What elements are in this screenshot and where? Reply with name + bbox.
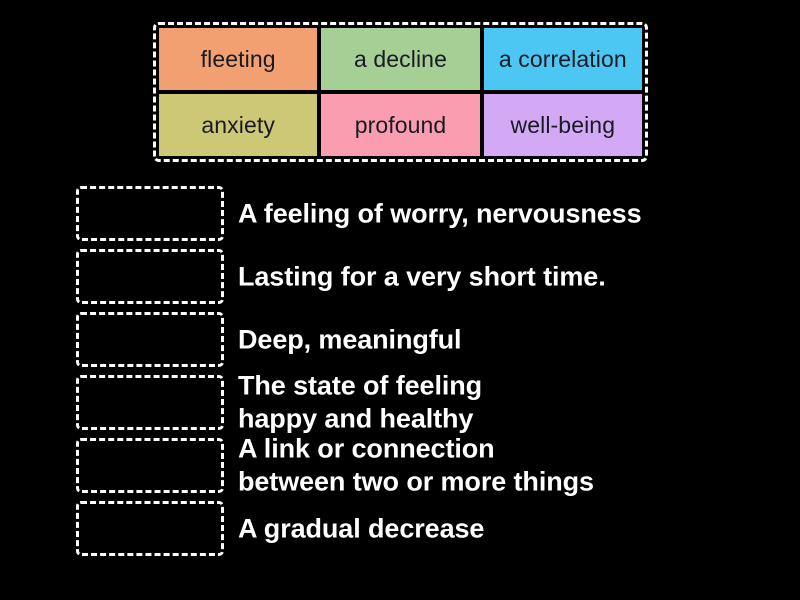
answer-drop-slot-3[interactable] bbox=[76, 312, 224, 367]
question-list: A feeling of worry, nervousness Lasting … bbox=[0, 186, 800, 564]
word-tile-a-decline[interactable]: a decline bbox=[321, 28, 480, 90]
question-row: Lasting for a very short time. bbox=[0, 249, 800, 304]
word-bank-row-1: fleeting a decline a correlation bbox=[159, 28, 642, 90]
answer-drop-slot-4[interactable] bbox=[76, 375, 224, 430]
word-tile-profound[interactable]: profound bbox=[321, 94, 480, 156]
question-definition-4: The state of feeling happy and healthy bbox=[238, 370, 483, 434]
question-row: A gradual decrease bbox=[0, 501, 800, 556]
question-definition-5: A link or connection between two or more… bbox=[238, 433, 594, 497]
answer-drop-slot-2[interactable] bbox=[76, 249, 224, 304]
word-tile-a-correlation[interactable]: a correlation bbox=[483, 28, 642, 90]
question-row: The state of feeling happy and healthy bbox=[0, 370, 800, 434]
question-row: A feeling of worry, nervousness bbox=[0, 186, 800, 241]
word-bank-row-2: anxiety profound well-being bbox=[159, 94, 642, 156]
word-tile-label: a correlation bbox=[498, 45, 627, 72]
word-tile-label: profound bbox=[354, 111, 447, 138]
word-tile-label: anxiety bbox=[201, 111, 275, 138]
answer-drop-slot-6[interactable] bbox=[76, 501, 224, 556]
word-tile-label: fleeting bbox=[200, 45, 276, 72]
question-definition-1: A feeling of worry, nervousness bbox=[238, 197, 642, 228]
question-row: A link or connection between two or more… bbox=[0, 433, 800, 497]
word-tile-fleeting[interactable]: fleeting bbox=[159, 28, 318, 90]
question-definition-6: A gradual decrease bbox=[238, 512, 485, 543]
answer-drop-slot-5[interactable] bbox=[76, 438, 224, 493]
word-tile-label: a decline bbox=[354, 45, 447, 72]
question-row: Deep, meaningful bbox=[0, 312, 800, 367]
word-tile-anxiety[interactable]: anxiety bbox=[159, 94, 318, 156]
answer-drop-slot-1[interactable] bbox=[76, 186, 224, 241]
word-bank[interactable]: fleeting a decline a correlation anxiety… bbox=[153, 22, 648, 162]
word-tile-label: well-being bbox=[510, 111, 616, 138]
word-tile-well-being[interactable]: well-being bbox=[483, 94, 642, 156]
question-definition-2: Lasting for a very short time. bbox=[238, 260, 606, 291]
question-definition-3: Deep, meaningful bbox=[238, 323, 462, 354]
